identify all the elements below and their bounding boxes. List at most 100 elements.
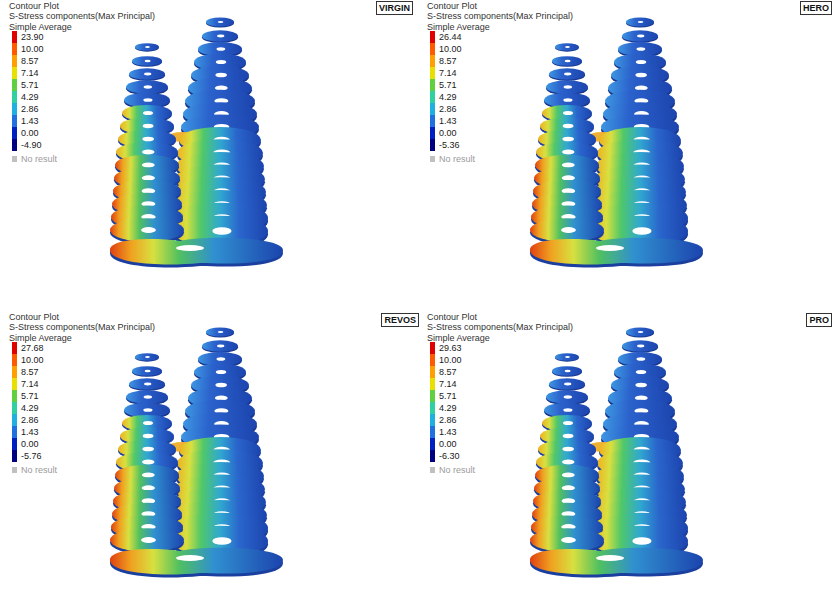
panel-name-box: REVOS (381, 313, 419, 327)
disc-stack-model (530, 18, 703, 268)
legend-value: 7.14 (439, 68, 457, 78)
legend-swatch (430, 378, 435, 390)
legend-value: 10.00 (21, 355, 44, 365)
legend-swatch (12, 378, 17, 390)
plot-header: S-Stress components(Max Principal) (427, 322, 573, 332)
legend-swatch (12, 342, 17, 354)
legend-value: No result (439, 154, 475, 164)
legend-value: 4.29 (439, 92, 457, 102)
disc-stack-model (530, 328, 703, 578)
legend-swatch (430, 55, 435, 67)
legend-value: -5.76 (21, 451, 42, 461)
legend-value: -4.90 (21, 140, 42, 150)
legend-swatch (12, 91, 17, 103)
legend-value: 1.43 (21, 116, 39, 126)
legend-swatch (12, 467, 17, 473)
legend-swatch (430, 139, 435, 151)
panel-name: PRO (809, 315, 829, 325)
legend-value: No result (21, 154, 57, 164)
legend-swatch (430, 127, 435, 139)
legend-value: 8.57 (21, 56, 39, 66)
legend-value: 1.43 (439, 427, 457, 437)
legend-swatch (12, 127, 17, 139)
panel-name: REVOS (384, 315, 416, 325)
legend-value: 2.86 (21, 104, 39, 114)
legend-value: 8.57 (21, 367, 39, 377)
legend-value: 10.00 (439, 355, 462, 365)
legend-swatch (12, 354, 17, 366)
legend-value: 10.00 (21, 44, 44, 54)
legend-value: 4.29 (21, 403, 39, 413)
legend-swatch (12, 156, 17, 162)
legend-swatch (12, 55, 17, 67)
legend-value: 2.86 (21, 415, 39, 425)
legend-swatch (430, 91, 435, 103)
disc-stack-model (110, 18, 283, 268)
legend-value: 26.44 (439, 32, 462, 42)
legend-swatch (430, 43, 435, 55)
legend-swatch (430, 67, 435, 79)
legend-swatch (12, 450, 17, 462)
legend-value: 2.86 (439, 104, 457, 114)
legend-value: No result (21, 465, 57, 475)
legend-value: 0.00 (21, 439, 39, 449)
panel-name-box: HERO (800, 1, 832, 15)
legend-swatch (12, 438, 17, 450)
plot-header: Contour Plot (427, 312, 477, 322)
legend-value: 7.14 (439, 379, 457, 389)
legend-swatch (430, 426, 435, 438)
legend-value: 29.63 (439, 343, 462, 353)
plot-header: Simple Average (427, 22, 490, 32)
legend-value: 27.68 (21, 343, 44, 353)
legend-swatch (430, 390, 435, 402)
legend-swatch (430, 115, 435, 127)
legend-value: 5.71 (21, 80, 39, 90)
legend-swatch (12, 414, 17, 426)
legend-swatch (12, 402, 17, 414)
legend-value: -6.30 (439, 451, 460, 461)
legend-swatch (430, 402, 435, 414)
legend-value: 5.71 (439, 80, 457, 90)
legend-value: 7.14 (21, 379, 39, 389)
legend-value: No result (439, 465, 475, 475)
legend-swatch (12, 67, 17, 79)
legend-value: 1.43 (439, 116, 457, 126)
plot-header: S-Stress components(Max Principal) (427, 11, 573, 21)
legend-swatch (430, 438, 435, 450)
plot-header: Contour Plot (9, 312, 59, 322)
panel-name-box: PRO (806, 313, 832, 327)
legend-swatch (430, 342, 435, 354)
legend-swatch (12, 139, 17, 151)
plot-header: Contour Plot (9, 1, 59, 11)
legend-swatch (12, 79, 17, 91)
legend-value: 10.00 (439, 44, 462, 54)
legend-swatch (430, 354, 435, 366)
legend-swatch (430, 31, 435, 43)
plot-header: Contour Plot (427, 1, 477, 11)
legend-swatch (430, 450, 435, 462)
plot-header: S-Stress components(Max Principal) (9, 322, 155, 332)
legend-value: 8.57 (439, 56, 457, 66)
legend-value: 0.00 (21, 128, 39, 138)
legend-swatch (430, 156, 435, 162)
legend-value: 4.29 (21, 92, 39, 102)
legend-value: -5.36 (439, 140, 460, 150)
legend-swatch (12, 115, 17, 127)
legend-value: 7.14 (21, 68, 39, 78)
legend-value: 1.43 (21, 427, 39, 437)
legend-value: 5.71 (439, 391, 457, 401)
legend-value: 0.00 (439, 439, 457, 449)
panel-name: VIRGIN (379, 3, 410, 13)
legend-value: 5.71 (21, 391, 39, 401)
panel-name-box: VIRGIN (376, 1, 413, 15)
legend-swatch (12, 31, 17, 43)
panel-name: HERO (803, 3, 829, 13)
legend-value: 8.57 (439, 367, 457, 377)
legend-value: 2.86 (439, 415, 457, 425)
legend-swatch (12, 103, 17, 115)
legend-value: 23.90 (21, 32, 44, 42)
legend-swatch (430, 103, 435, 115)
plot-header: S-Stress components(Max Principal) (9, 11, 155, 21)
